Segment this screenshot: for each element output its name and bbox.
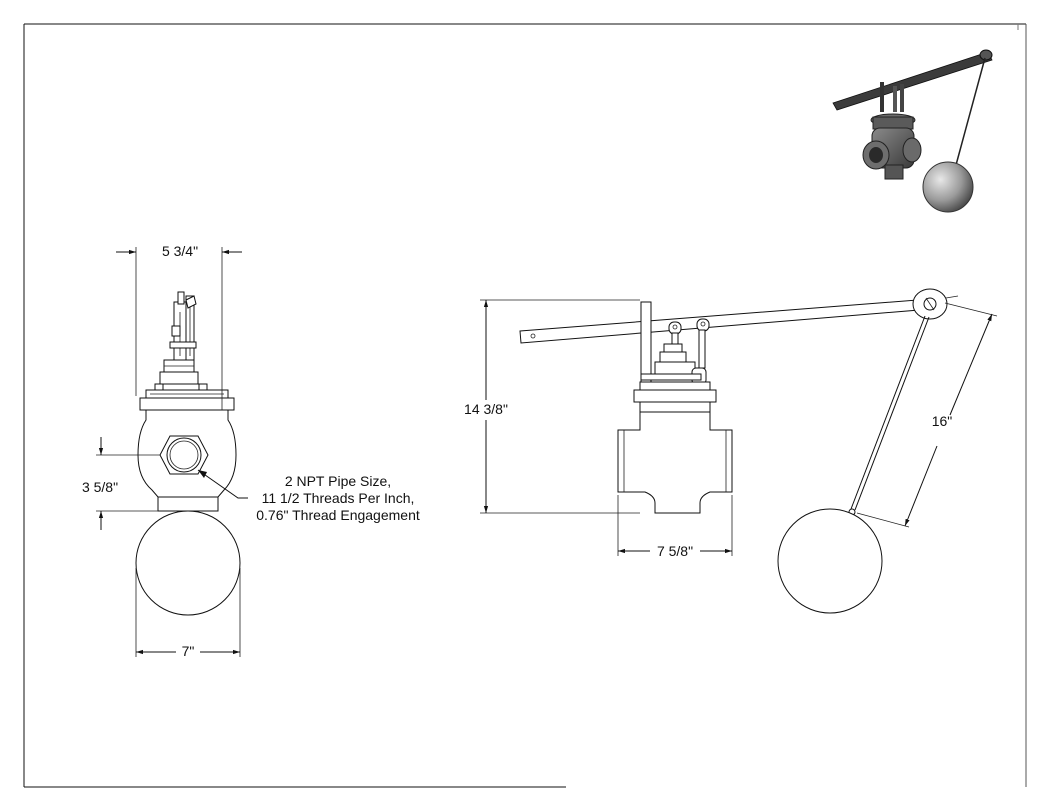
dim-rod-length-label: 16": [932, 413, 953, 429]
side-lever-arm: [519, 298, 932, 344]
front-dim-width-top: 5 3/4": [116, 243, 242, 410]
callout-line-1: 2 NPT Pipe Size,: [285, 473, 391, 489]
side-dim-height: 14 3/8": [464, 299, 640, 514]
front-view: [135, 291, 241, 616]
front-dim-ball-diameter: 7": [135, 568, 241, 659]
callout-line-2: 11 1/2 Threads Per Inch,: [262, 490, 415, 506]
side-view: [519, 288, 959, 614]
callout-line-3: 0.76" Thread Engagement: [256, 507, 420, 523]
dim-front-center-label: 3 5/8": [82, 479, 118, 495]
dim-ball-diameter-label: 7": [182, 643, 195, 659]
side-dim-rod-length: 16": [856, 302, 998, 528]
front-ball: [135, 510, 241, 616]
side-flange: [633, 389, 717, 403]
dim-side-height-label: 14 3/8": [464, 401, 508, 417]
front-flange: [139, 397, 235, 411]
side-dim-body-length: 7 5/8": [617, 495, 733, 559]
side-body: [617, 411, 733, 514]
thread-callout: 2 NPT Pipe Size, 11 1/2 Threads Per Inch…: [197, 469, 420, 523]
drawing-border: [23, 23, 1027, 788]
iso-render-valve: [832, 49, 993, 213]
front-dim-center-to-ball: 3 5/8": [82, 437, 160, 530]
side-ball: [777, 508, 883, 614]
dim-front-width-label: 5 3/4": [162, 243, 198, 259]
dim-body-length-label: 7 5/8": [657, 543, 693, 559]
